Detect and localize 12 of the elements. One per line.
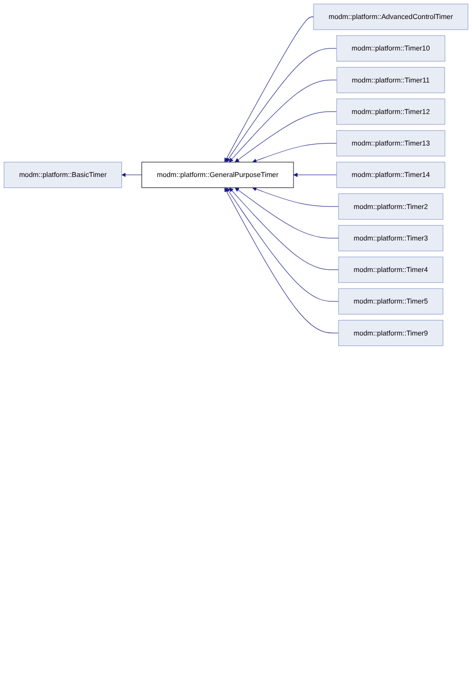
arrow [226,188,339,302]
arrow [224,188,339,334]
arrow [252,143,337,163]
arrow [224,16,314,162]
arrow [226,48,337,162]
arrow [229,80,338,162]
arrow [293,172,337,178]
arrow [234,111,337,162]
arrow [234,188,339,238]
arrow [122,172,142,178]
arrow [252,187,339,207]
arrow [229,188,339,270]
